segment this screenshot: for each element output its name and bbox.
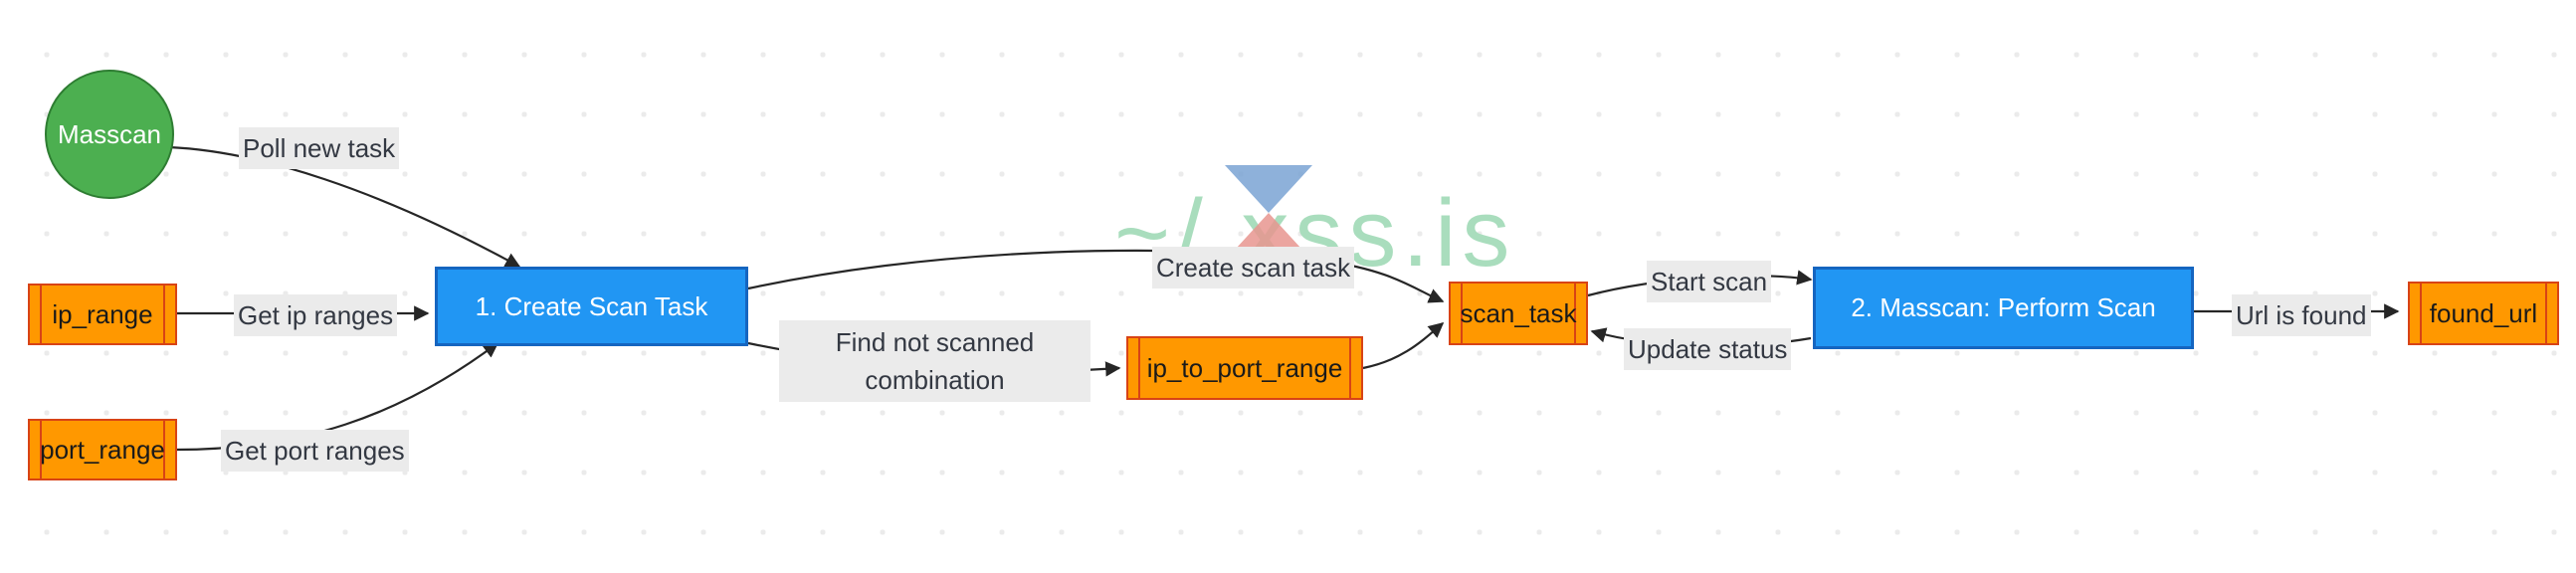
- node-found-url[interactable]: found_url: [2408, 282, 2559, 345]
- node-create-scan-task-label: 1. Create Scan Task: [475, 290, 708, 321]
- edge-label-get-port-ranges: Get port ranges: [221, 430, 409, 472]
- node-ip-range[interactable]: ip_range: [28, 284, 177, 345]
- edge-label-get-ip-ranges: Get ip ranges: [234, 294, 398, 336]
- node-found-url-label: found_url: [2429, 297, 2538, 328]
- node-masscan-perform-scan-label: 2. Masscan: Perform Scan: [1851, 292, 2156, 322]
- edge-label-update-status: Update status: [1624, 328, 1792, 370]
- edge-poll-new-task: [168, 145, 521, 268]
- node-masscan-label: Masscan: [57, 118, 162, 149]
- node-create-scan-task[interactable]: 1. Create Scan Task: [435, 267, 748, 346]
- node-scan-task-label: scan_task: [1460, 297, 1577, 328]
- edge-label-find-not-scanned-combination: Find not scanned combination: [779, 320, 1090, 402]
- edge-label-start-scan: Start scan: [1647, 261, 1772, 302]
- node-ip-to-port-range-label: ip_to_port_range: [1146, 352, 1343, 383]
- edge-label-url-is-found: Url is found: [2232, 294, 2371, 336]
- node-port-range[interactable]: port_range: [28, 419, 177, 480]
- edge-label-poll-new-task: Poll new task: [239, 127, 400, 169]
- node-scan-task[interactable]: scan_task: [1449, 282, 1588, 345]
- edge-label-create-scan-task: Create scan task: [1152, 247, 1355, 288]
- node-masscan[interactable]: Masscan: [45, 70, 174, 199]
- node-ip-to-port-range[interactable]: ip_to_port_range: [1126, 336, 1363, 400]
- edge-ip-to-port-to-scan-task: [1362, 322, 1445, 370]
- node-ip-range-label: ip_range: [52, 298, 153, 329]
- node-port-range-label: port_range: [40, 434, 165, 465]
- node-masscan-perform-scan[interactable]: 2. Masscan: Perform Scan: [1813, 267, 2194, 349]
